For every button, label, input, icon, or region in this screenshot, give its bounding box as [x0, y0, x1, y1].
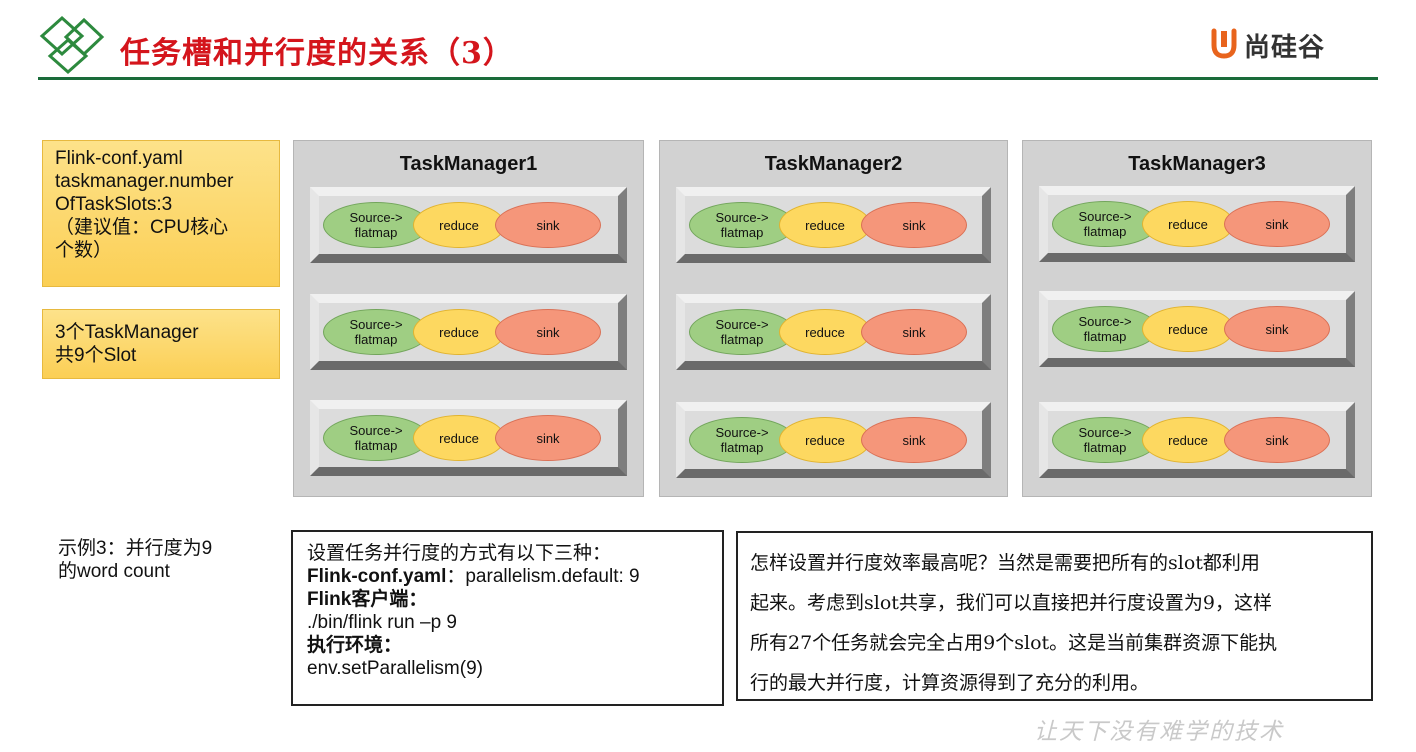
slot-count-note-line: 共9个Slot	[55, 345, 137, 366]
task-slot: Source->flatmap reduce sink	[1039, 291, 1355, 367]
task-slot: Source->flatmap reduce sink	[310, 294, 627, 370]
methods-heading: 设置任务并行度的方式有以下三种：	[307, 543, 612, 564]
reduce-task: reduce	[779, 417, 871, 463]
taskmanager-title: TaskManager1	[399, 153, 538, 175]
source-flatmap-task: Source->flatmap	[1052, 201, 1158, 247]
explanation-line: 行的最大并行度，计算资源得到了充分的利用。	[750, 672, 1150, 694]
brand-name: 尚硅谷	[1244, 32, 1326, 63]
taskmanager-1: TaskManager1 Source->flatmap reduce sink…	[293, 140, 644, 497]
task-slot: Source->flatmap reduce sink	[676, 187, 991, 263]
example-caption: 示例3：并行度为9 的word count	[58, 537, 212, 583]
explanation-line: 怎样设置并行度效率最高呢？当然是需要把所有的slot都利用	[750, 552, 1260, 574]
source-flatmap-task: Source->flatmap	[689, 417, 795, 463]
source-flatmap-task: Source->flatmap	[323, 309, 429, 355]
config-note-line: Flink-conf.yaml	[55, 148, 183, 169]
source-flatmap-task: Source->flatmap	[323, 415, 429, 461]
source-flatmap-task: Source->flatmap	[689, 309, 795, 355]
brand-mark-icon	[1210, 27, 1238, 64]
reduce-task: reduce	[1142, 417, 1234, 463]
example-line: 的word count	[58, 561, 170, 582]
sink-task: sink	[1224, 201, 1330, 247]
source-flatmap-task: Source->flatmap	[1052, 417, 1158, 463]
sink-task: sink	[495, 309, 601, 355]
example-line: 示例3：并行度为9	[58, 538, 213, 559]
slot-count-note: 3个TaskManager 共9个Slot	[42, 309, 280, 379]
reduce-task: reduce	[413, 415, 505, 461]
task-slot: Source->flatmap reduce sink	[1039, 186, 1355, 262]
task-slot: Source->flatmap reduce sink	[310, 400, 627, 476]
brand-logo: 尚硅谷	[1210, 27, 1326, 64]
sink-task: sink	[861, 417, 967, 463]
sink-task: sink	[495, 202, 601, 248]
reduce-task: reduce	[1142, 306, 1234, 352]
taskmanager-3: TaskManager3 Source->flatmap reduce sink…	[1022, 140, 1372, 497]
reduce-task: reduce	[1142, 201, 1234, 247]
reduce-task: reduce	[413, 309, 505, 355]
task-slot: Source->flatmap reduce sink	[1039, 402, 1355, 478]
explanation-box: 怎样设置并行度效率最高呢？当然是需要把所有的slot都利用 起来。考虑到slot…	[736, 531, 1373, 701]
reduce-task: reduce	[413, 202, 505, 248]
sink-task: sink	[495, 415, 601, 461]
method-conf: Flink-conf.yaml：parallelism.default: 9	[307, 566, 640, 587]
sink-task: sink	[1224, 306, 1330, 352]
sink-task: sink	[861, 309, 967, 355]
task-slot: Source->flatmap reduce sink	[676, 294, 991, 370]
config-note-line: 个数）	[55, 240, 113, 261]
diamond-logo-icon	[38, 14, 108, 76]
parallelism-methods-box: 设置任务并行度的方式有以下三种： Flink-conf.yaml：paralle…	[291, 530, 724, 706]
config-note-line: OfTaskSlots:3	[55, 194, 173, 215]
source-flatmap-task: Source->flatmap	[689, 202, 795, 248]
slot-count-note-line: 3个TaskManager	[55, 322, 199, 343]
explanation-line: 所有27个任务就会完全占用9个slot。这是当前集群资源下能执	[750, 632, 1278, 654]
config-note-line: taskmanager.number	[55, 171, 234, 192]
config-note-line: （建议值：CPU核心	[55, 217, 229, 238]
method-env-label: 执行环境：	[307, 635, 403, 656]
slogan-watermark: 让天下没有难学的技术	[1034, 719, 1284, 745]
sink-task: sink	[861, 202, 967, 248]
method-client-value: ./bin/flink run –p 9	[307, 612, 457, 633]
task-slot: Source->flatmap reduce sink	[310, 187, 627, 263]
taskmanager-title: TaskManager3	[1128, 153, 1266, 175]
source-flatmap-task: Source->flatmap	[323, 202, 429, 248]
method-client-label: Flink客户端：	[307, 589, 428, 610]
reduce-task: reduce	[779, 202, 871, 248]
reduce-task: reduce	[779, 309, 871, 355]
task-slot: Source->flatmap reduce sink	[676, 402, 991, 478]
sink-task: sink	[1224, 417, 1330, 463]
taskmanager-2: TaskManager2 Source->flatmap reduce sink…	[659, 140, 1008, 497]
config-note: Flink-conf.yaml taskmanager.number OfTas…	[42, 140, 280, 287]
explanation-line: 起来。考虑到slot共享，我们可以直接把并行度设置为9，这样	[750, 592, 1272, 614]
taskmanager-title: TaskManager2	[764, 153, 903, 175]
method-env-value: env.setParallelism(9)	[307, 658, 483, 679]
source-flatmap-task: Source->flatmap	[1052, 306, 1158, 352]
header-divider	[38, 77, 1378, 80]
page-title: 任务槽和并行度的关系（3）	[120, 36, 514, 71]
